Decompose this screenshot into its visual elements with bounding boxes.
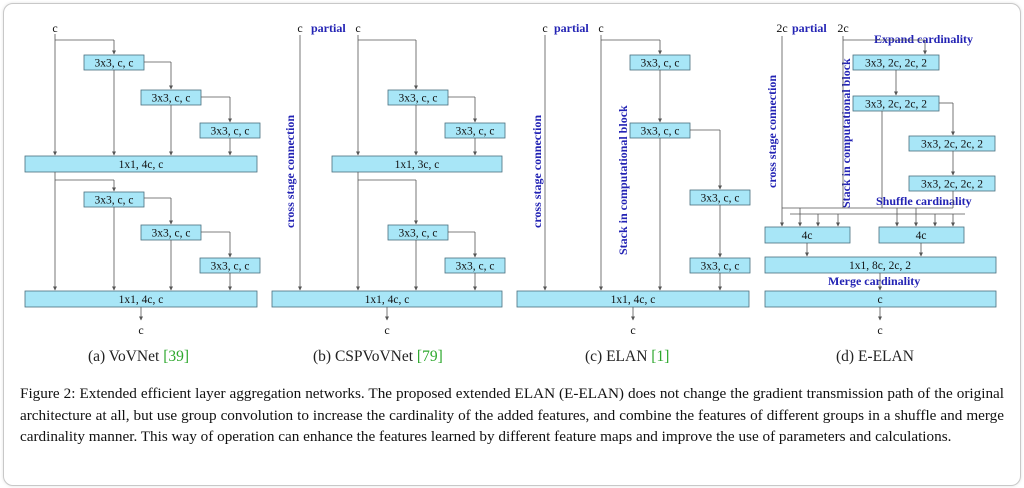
panel-d-box-4-label: 3x3, 2c, 2c, 2 xyxy=(921,179,983,191)
panel-d-box-4 xyxy=(908,175,996,192)
panel-d-input-right: 2c xyxy=(837,21,848,35)
panel-c-stack-label: Stack in computational block xyxy=(616,105,630,255)
panel-d-box-6 xyxy=(878,226,965,244)
figure-frame xyxy=(3,3,1021,486)
panel-a-caption: (a) VoVNet [39] xyxy=(88,348,189,365)
panel-c-box-2-label: 3x3, c, c xyxy=(641,126,680,138)
panel-d-merge-label: Merge cardinality xyxy=(828,274,920,288)
panel-d-box-8-label: c xyxy=(877,294,882,306)
panel-b-box-6-label: 1x1, 4c, c xyxy=(365,294,410,306)
panel-d-shuffle-label: Shuffle cardinality xyxy=(876,194,972,208)
panel-c-cross-stage-label: cross stage connection xyxy=(530,115,544,228)
panel-d-expand-label: Expand cardinality xyxy=(874,32,973,46)
panel-b-box-1 xyxy=(387,89,449,106)
panel-a-box-6-label: 3x3, c, c xyxy=(152,228,191,240)
panel-a-box-4 xyxy=(24,155,258,173)
panel-b-box-3-label: 1x1, 3c, c xyxy=(395,159,440,171)
panel-d-box-7-label: 1x1, 8c, 2c, 2 xyxy=(849,260,911,272)
panel-d-caption: (d) E-ELAN xyxy=(836,348,914,365)
figure-caption: Figure 2: Extended efficient layer aggre… xyxy=(20,385,1004,445)
panel-a-box-3-label: 3x3, c, c xyxy=(211,126,250,138)
panel-d-box-7 xyxy=(764,256,997,274)
panel-d-box-8 xyxy=(764,290,997,308)
panel-a-vovnet: c 3x3, c, c 3x3, c, c 3x3, c, c 1x1, 4c,… xyxy=(24,21,261,365)
panel-d-partial-label: partial xyxy=(792,21,827,35)
panel-d-box-2 xyxy=(852,95,940,112)
panel-b-box-4-label: 3x3, c, c xyxy=(399,228,438,240)
panel-d-stack-label: Stack in computational block xyxy=(839,58,853,208)
panel-c-box-3-label: 3x3, c, c xyxy=(701,193,740,205)
architecture-figure: .b{fill:#a8e6f7;stroke:#4a6f7e;stroke-wi… xyxy=(24,21,997,365)
panel-b-box-1-label: 3x3, c, c xyxy=(399,93,438,105)
panel-a-box-5-label: 3x3, c, c xyxy=(95,195,134,207)
panel-d-input-left: 2c xyxy=(776,21,787,35)
panel-b-box-4 xyxy=(387,224,449,241)
panel-c-elan: c partial c cross stage connection Stack… xyxy=(516,21,751,365)
panel-d-box-2-label: 3x3, 2c, 2c, 2 xyxy=(865,99,927,111)
panel-a-box-1-label: 3x3, c, c xyxy=(95,58,134,70)
panel-b-input-right: c xyxy=(355,21,360,35)
panel-b-box-2-label: 3x3, c, c xyxy=(456,126,495,138)
panel-d-box-6-label: 4c xyxy=(916,230,927,242)
panel-c-output: c xyxy=(630,323,635,337)
panel-b-partial-label: partial xyxy=(311,21,346,35)
panel-b-box-5-label: 3x3, c, c xyxy=(456,261,495,273)
panel-b-cspvovnet: c partial c cross stage connection 3x3, … xyxy=(271,21,506,365)
panel-c-partial-label: partial xyxy=(554,21,589,35)
panel-d-box-5-label: 4c xyxy=(802,230,813,242)
panel-a-box-2-label: 3x3, c, c xyxy=(152,93,191,105)
panel-a-box-4-label: 1x1, 4c, c xyxy=(119,159,164,171)
panel-a-box-7-label: 3x3, c, c xyxy=(211,261,250,273)
panel-d-cross-stage-label: cross stage connection xyxy=(765,75,779,188)
panel-b-caption: (b) CSPVoVNet [79] xyxy=(313,348,443,365)
panel-c-input-left: c xyxy=(542,21,547,35)
panel-c-input-right: c xyxy=(598,21,603,35)
panel-b-box-3 xyxy=(331,155,503,173)
panel-b-cross-stage-label: cross stage connection xyxy=(283,115,297,228)
panel-d-box-3 xyxy=(908,135,996,152)
panel-d-e-elan: 2c partial 2c Expand cardinality cross s… xyxy=(764,21,997,365)
panel-b-output: c xyxy=(384,323,389,337)
panel-c-box-4-label: 3x3, c, c xyxy=(701,261,740,273)
panel-d-box-5 xyxy=(764,226,851,244)
panel-d-output: c xyxy=(877,323,882,337)
panel-d-box-3-label: 3x3, 2c, 2c, 2 xyxy=(921,139,983,151)
panel-a-input: c xyxy=(52,21,57,35)
panel-c-box-5-label: 1x1, 4c, c xyxy=(611,294,656,306)
panel-c-caption: (c) ELAN [1] xyxy=(585,348,669,365)
panel-b-input-left: c xyxy=(297,21,302,35)
panel-a-box-8-label: 1x1, 4c, c xyxy=(119,294,164,306)
panel-d-box-1-label: 3x3, 2c, 2c, 2 xyxy=(865,58,927,70)
panel-c-box-1-label: 3x3, c, c xyxy=(641,58,680,70)
panel-a-output: c xyxy=(138,323,143,337)
